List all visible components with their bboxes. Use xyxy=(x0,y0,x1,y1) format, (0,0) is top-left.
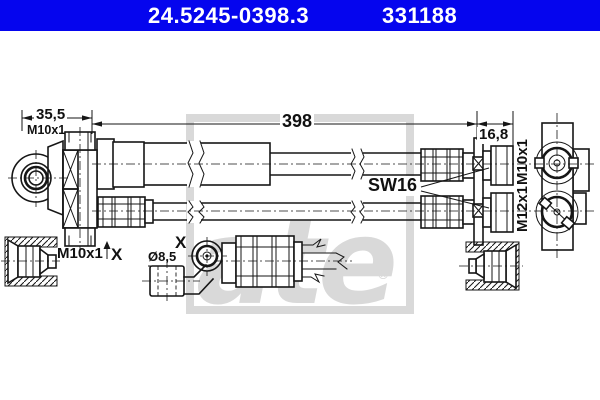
dimension-35-5: 35,5 xyxy=(34,106,68,124)
catalog-number: 331188 xyxy=(382,2,458,28)
detail-section-left xyxy=(4,236,58,287)
hex-nut-bottom xyxy=(482,192,514,233)
registered-icon: ® xyxy=(378,266,389,282)
centerlines xyxy=(1,113,597,301)
crimp-sleeve-top-right xyxy=(420,148,464,182)
bottom-hose xyxy=(97,195,476,229)
detail-view-x: X xyxy=(175,233,187,252)
thread-label-bottom-port: M10x1 xyxy=(57,245,103,262)
thread-label-m12x1-end: M12x1 xyxy=(514,186,531,232)
hex-nut-top xyxy=(482,145,514,186)
dimension-16-8: 16,8 xyxy=(477,126,511,144)
eye-diameter-label: Ø8,5 xyxy=(148,249,177,264)
wrench-size-label: SW16 xyxy=(366,175,420,196)
detail-section-right xyxy=(465,241,520,291)
detail-marker-x: X xyxy=(111,245,123,264)
torn-hose-end xyxy=(301,238,348,284)
crimp-sleeve-bottom-left xyxy=(97,196,146,228)
part-number: 24.5245-0398.3 xyxy=(148,2,310,28)
thread-label-top-port: M10x1 xyxy=(27,123,66,137)
header-bar: 24.5245-0398.3 331188 xyxy=(0,0,600,31)
crimp-sleeve-bottom-right xyxy=(420,195,464,229)
bracket-end-view xyxy=(534,122,590,251)
crimp-sleeve-detail xyxy=(235,235,295,288)
banjo-detail-view xyxy=(149,235,348,297)
dimension-398: 398 xyxy=(280,111,315,132)
